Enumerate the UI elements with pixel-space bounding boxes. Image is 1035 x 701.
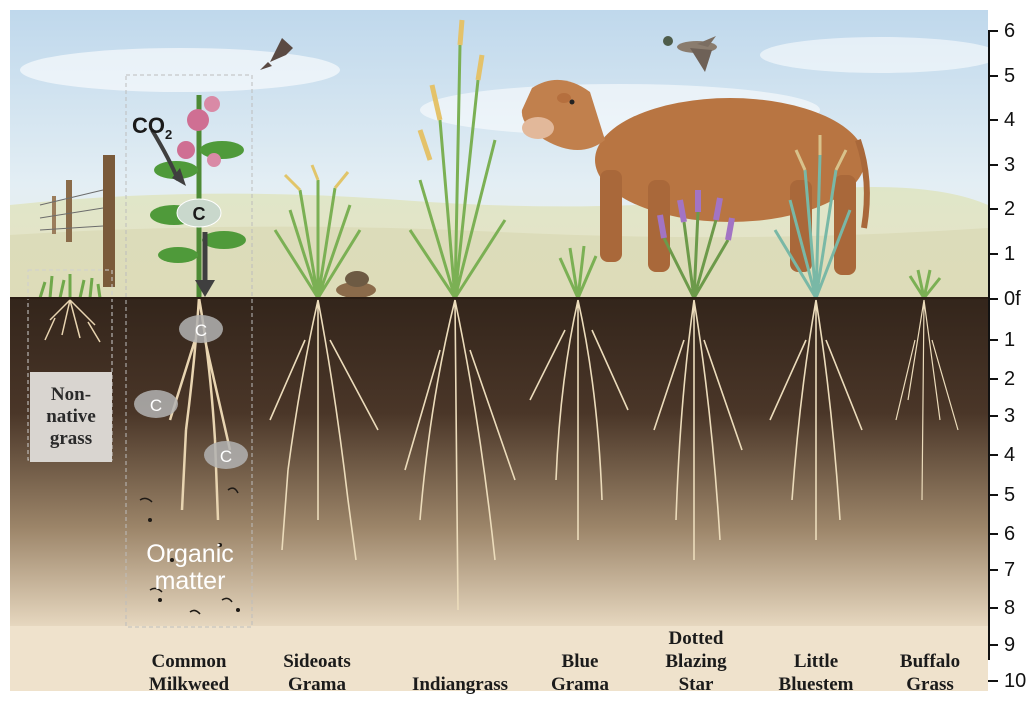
depth-tick — [988, 644, 998, 646]
co2-label-subscript: 2 — [165, 127, 172, 142]
depth-tick-label: 4 — [1004, 445, 1015, 465]
depth-tick — [988, 298, 998, 300]
depth-tick — [988, 454, 998, 456]
plant-label-blue-grama: Blue Grama — [530, 650, 630, 696]
depth-tick-label: 5 — [1004, 485, 1015, 505]
depth-tick-label: 6 — [1004, 21, 1015, 41]
depth-tick — [988, 415, 998, 417]
plant-label-line: Milkweed — [130, 673, 248, 696]
depth-tick-label: 3 — [1004, 406, 1015, 426]
plant-label-common-milkweed: Common Milkweed — [130, 650, 248, 696]
plant-label-little-bluestem: Little Bluestem — [758, 650, 874, 696]
carbon-label: C — [195, 321, 207, 340]
plant-label-indiangrass: Indiangrass — [396, 673, 524, 696]
depth-tick-label: 10 — [1004, 671, 1026, 691]
depth-tick — [988, 119, 998, 121]
plant-label-line: Blazing — [640, 650, 752, 673]
depth-tick-label: 6 — [1004, 524, 1015, 544]
depth-tick-label: 7 — [1004, 560, 1015, 580]
plant-label-line: Little — [758, 650, 874, 673]
carbon-label: C — [220, 447, 232, 466]
depth-tick — [988, 339, 998, 341]
depth-tick — [988, 494, 998, 496]
depth-tick-label: 3 — [1004, 155, 1015, 175]
depth-tick — [988, 253, 998, 255]
organic-matter-label: matter — [155, 567, 226, 595]
plant-label-line: Indiangrass — [396, 673, 524, 696]
non-native-label-line: Non- — [46, 384, 96, 406]
cloud — [20, 48, 340, 92]
plant-label-line: Buffalo — [878, 650, 982, 673]
non-native-label-line: grass — [46, 428, 96, 450]
plant-label-sideoats-grama: Sideoats Grama — [258, 650, 376, 696]
carbon-label: C — [150, 396, 162, 415]
plant-label-line: Star — [640, 673, 752, 696]
co2-label-main: CO — [132, 113, 165, 138]
non-native-grass-label: Non- native grass — [30, 372, 112, 462]
depth-tick-label: 1 — [1004, 244, 1015, 264]
depth-tick — [988, 164, 998, 166]
depth-tick-label-zero: 0f — [1004, 289, 1021, 309]
carbon-label: C — [193, 204, 206, 224]
depth-tick — [988, 208, 998, 210]
plant-label-buffalo-grass: Buffalo Grass — [878, 650, 982, 696]
organic-matter-label: Organic — [146, 540, 234, 568]
depth-tick — [988, 30, 998, 32]
depth-tick — [988, 680, 998, 682]
depth-tick-label: 5 — [1004, 66, 1015, 86]
depth-tick-label: 4 — [1004, 110, 1015, 130]
plant-label-line: Grama — [530, 673, 630, 696]
depth-tick — [988, 569, 998, 571]
depth-scale: 6 5 4 3 2 1 0f 1 2 3 4 5 6 7 8 9 10 — [988, 0, 1035, 701]
depth-tick-label: 1 — [1004, 330, 1015, 350]
depth-tick-label: 9 — [1004, 635, 1015, 655]
plant-label-line: Sideoats — [258, 650, 376, 673]
plant-label-line: Bluestem — [758, 673, 874, 696]
depth-tick-label: 8 — [1004, 598, 1015, 618]
plant-label-line: Grama — [258, 673, 376, 696]
plant-label-line: Common — [130, 650, 248, 673]
plant-label-line: Dotted — [640, 627, 752, 650]
non-native-label-line: native — [46, 406, 96, 428]
plant-label-line: Blue — [530, 650, 630, 673]
depth-tick — [988, 607, 998, 609]
depth-tick-label: 2 — [1004, 199, 1015, 219]
plant-label-dotted-blazing-star: Dotted Blazing Star — [640, 627, 752, 696]
cloud — [760, 37, 1000, 73]
depth-tick — [988, 75, 998, 77]
plant-label-line: Grass — [878, 673, 982, 696]
depth-tick — [988, 533, 998, 535]
depth-tick — [988, 378, 998, 380]
depth-scale-axis — [988, 30, 990, 660]
depth-tick-label: 2 — [1004, 369, 1015, 389]
